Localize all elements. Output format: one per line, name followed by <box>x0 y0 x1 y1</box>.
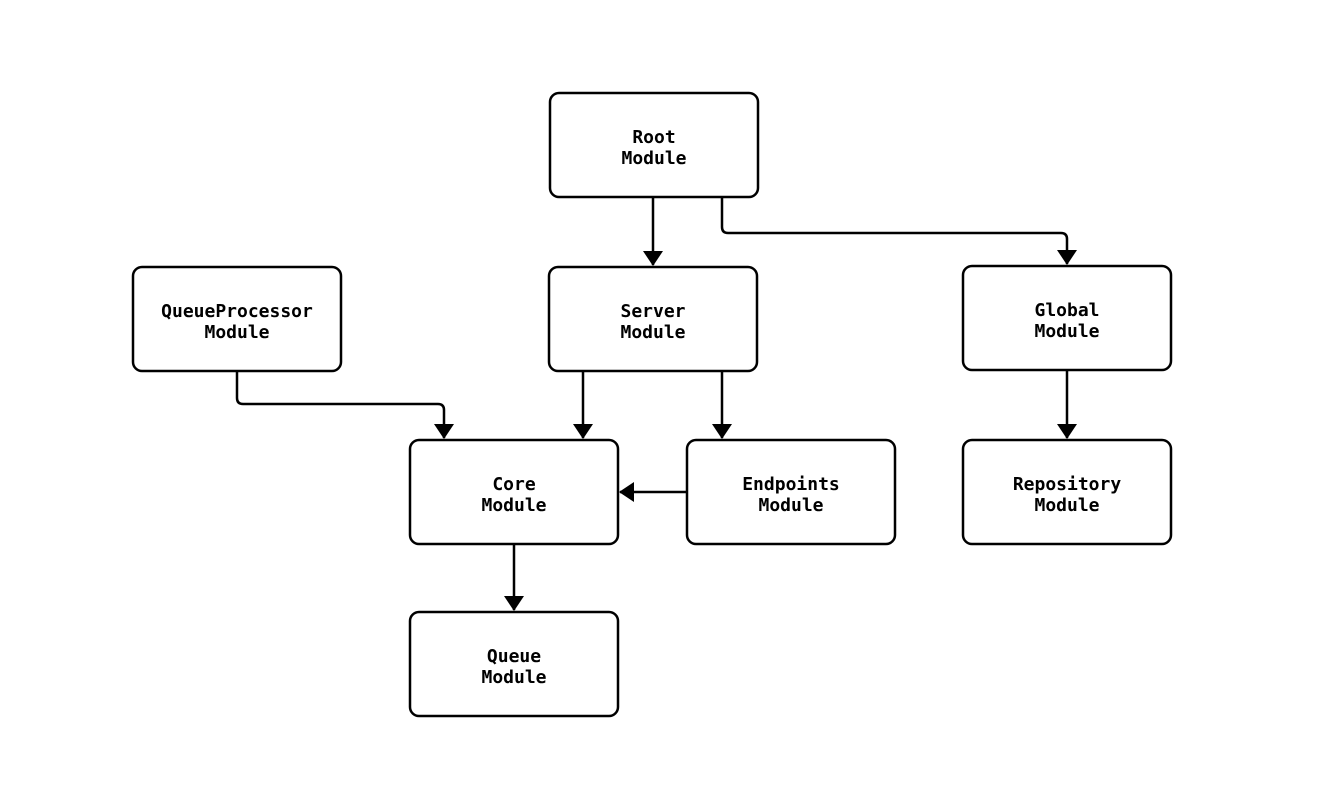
node-root-module-box <box>548 91 760 199</box>
node-server-module-label-line1: Server <box>620 301 685 322</box>
node-global-module: Global Module <box>961 264 1173 372</box>
node-global-module-box <box>961 264 1173 372</box>
node-queue-module: Queue Module <box>408 610 620 718</box>
node-queue-module-label-line1: Queue <box>487 646 541 667</box>
node-queue-module-box <box>408 610 620 718</box>
node-root-module-label-line2: Module <box>621 148 686 169</box>
node-queueprocessor-module: QueueProcessor Module <box>131 265 343 373</box>
node-endpoints-module-label-line1: Endpoints <box>742 474 840 495</box>
node-endpoints-module-box <box>685 438 897 546</box>
node-core-module: Core Module <box>408 438 620 546</box>
node-global-module-label-line2: Module <box>1034 321 1099 342</box>
node-core-module-box <box>408 438 620 546</box>
node-server-module: Server Module <box>547 265 759 373</box>
node-root-module: Root Module <box>548 91 760 199</box>
node-queueprocessor-module-box <box>131 265 343 373</box>
node-global-module-label-line1: Global <box>1034 300 1099 321</box>
edge-root-to-global <box>720 197 1077 265</box>
node-repository-module-label-line2: Module <box>1034 495 1099 516</box>
node-repository-module-box <box>961 438 1173 546</box>
node-queueprocessor-module-label-line2: Module <box>204 322 269 343</box>
node-repository-module-label-line1: Repository <box>1013 474 1122 495</box>
node-queue-module-label-line2: Module <box>481 667 546 688</box>
node-endpoints-module: Endpoints Module <box>685 438 897 546</box>
node-root-module-label-line1: Root <box>632 127 675 148</box>
node-queueprocessor-module-label-line1: QueueProcessor <box>161 301 313 322</box>
edges <box>235 197 1077 611</box>
node-core-module-label-line1: Core <box>492 474 536 495</box>
node-server-module-label-line2: Module <box>620 322 685 343</box>
node-repository-module: Repository Module <box>961 438 1173 546</box>
node-server-module-box <box>547 265 759 373</box>
edge-queueprocessor-to-core <box>235 371 454 439</box>
node-endpoints-module-label-line2: Module <box>758 495 823 516</box>
node-core-module-label-line2: Module <box>481 495 546 516</box>
